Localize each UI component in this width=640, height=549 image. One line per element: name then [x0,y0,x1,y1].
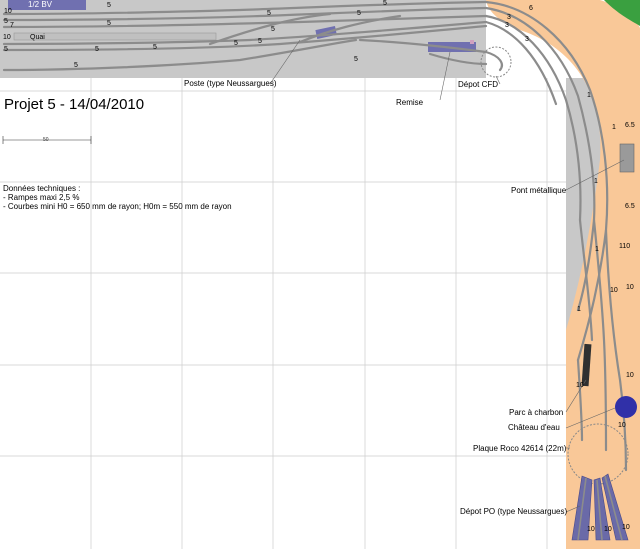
bv-building [8,0,86,10]
label-chateau: Château d'eau [508,423,560,432]
track-number: 5 [74,62,78,69]
technical-specs: Données techniques : - Rampes maxi 2,5 %… [3,184,232,211]
label-plaque: Plaque Roco 42614 (22m) [473,444,567,453]
scale-bar [2,136,92,144]
label-bv: 1/2 BV [28,0,53,9]
quai-platform [13,32,217,41]
station-tracks [2,0,503,72]
track-number: 10 [587,526,595,533]
scale-label: 50 [43,137,49,143]
label-pont: Pont métallique [511,186,567,195]
metal-bridge [619,143,635,173]
track-number: 10 [4,8,12,15]
track-number: 10 [576,382,584,389]
track-number: 10 [610,287,618,294]
specs-line-2: - Courbes mini H0 = 650 mm de rayon; H0m… [3,202,232,211]
track-number: 5 [4,18,8,25]
track-number: 5 [234,40,238,47]
cfd-turntable [480,46,512,78]
coal-park [581,343,592,387]
track-number: 5 [153,44,157,51]
track-number: 5 [95,46,99,53]
track-number: 5 [354,56,358,63]
track-number: 1 [587,92,591,99]
label-parc: Parc à charbon [509,408,564,417]
track-number: 5 [107,20,111,27]
track-number: 5 [267,10,271,17]
track-number: 5 [107,2,111,9]
label-quai: Quai [30,34,45,41]
track-number: 6.5 [625,203,635,210]
track-number: 10 [618,422,626,429]
track-number: 10 [626,284,634,291]
water-tower [615,396,637,418]
track-number: 6.5 [625,122,635,129]
tree-green [604,0,640,26]
track-number: 1 [577,306,581,313]
track-number: 10 [622,524,630,531]
leader-lines [269,39,625,513]
curve-tracks [484,0,628,472]
specs-line-1: - Rampes maxi 2,5 % [3,193,80,202]
track-number: 1 [612,124,616,131]
track-number: 3 [507,14,511,21]
track-number: 5 [258,38,262,45]
track-number: 5 [383,0,387,7]
track-number: 5 [357,10,361,17]
track-number: 10 [3,34,11,41]
specs-heading: Données techniques : [3,184,81,193]
track-number: 1 [594,178,598,185]
track-number: 10 [626,372,634,379]
label-depot-po: Dépot PO (type Neussargues) [460,507,568,516]
track-number: 6 [529,5,533,12]
track-number: 1 [595,246,599,253]
track-number: 3 [505,22,509,29]
page-title: Projet 5 - 14/04/2010 [4,96,145,113]
grid [0,78,566,549]
track-number: 5 [271,26,275,33]
depot-area [486,0,640,549]
po-depot-tracks [577,475,623,541]
track-number: 5 [4,46,8,53]
label-depot-cfd: Dépot CFD [458,80,499,89]
track-number: 10 [604,526,612,533]
track-number: 110 [619,243,631,250]
label-poste: Poste (type Neussargues) [184,79,277,88]
track-number: 3 [525,36,529,43]
remise-marker [470,40,474,44]
label-remise: Remise [396,98,424,107]
track-number: 7 [10,22,14,29]
